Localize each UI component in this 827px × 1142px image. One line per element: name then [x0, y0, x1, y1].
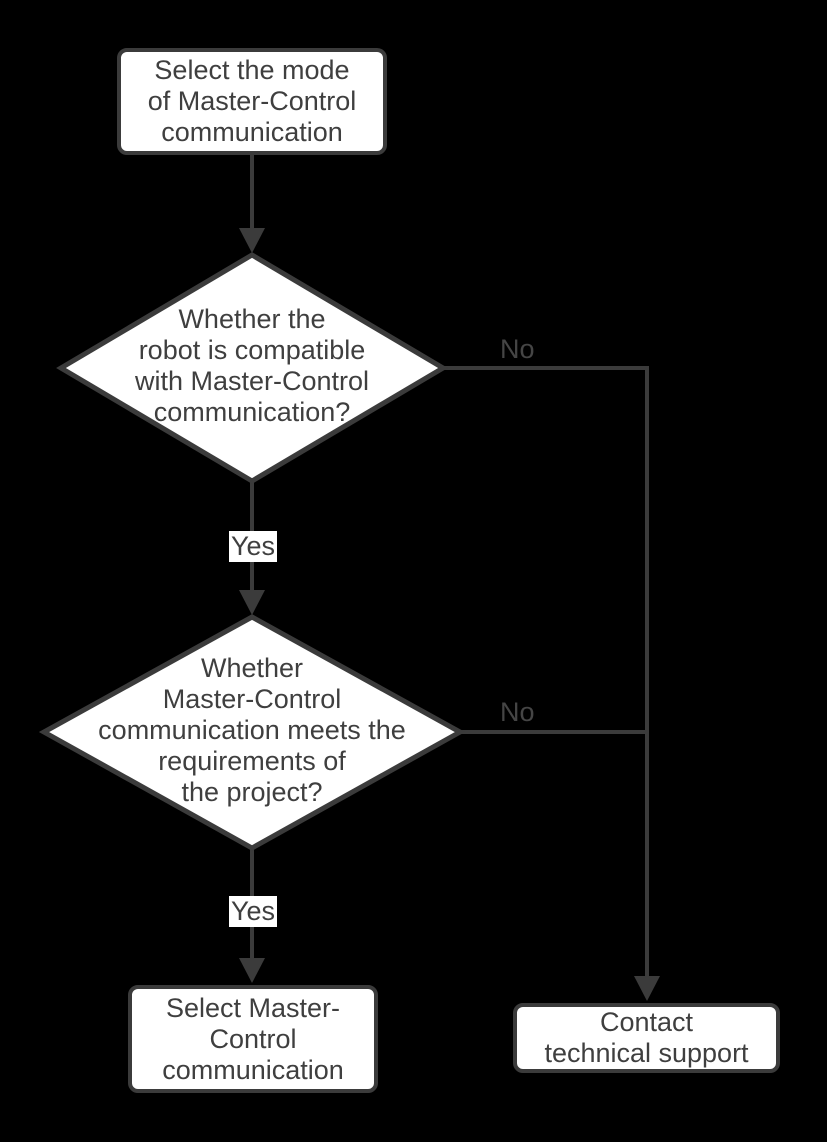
arrowhead-into-decision1	[239, 228, 265, 253]
select-master-control-label: Select Master- Control communication	[162, 992, 344, 1085]
decision-compatible-diamond	[56, 252, 448, 484]
contact-support-label: Contact technical support	[544, 1007, 749, 1068]
contact-support-node: Contact technical support	[513, 1003, 780, 1073]
decision-requirements-diamond	[38, 614, 466, 851]
edge-label-no-1: No	[500, 334, 535, 364]
start-node: Select the mode of Master-Control commun…	[117, 48, 387, 155]
arrowhead-into-contact	[634, 976, 660, 1001]
edge-label-yes-2: Yes	[229, 896, 278, 927]
arrowhead-into-decision2	[239, 590, 265, 615]
edge-label-yes-1: Yes	[229, 531, 278, 562]
edge-label-no-2: No	[500, 697, 535, 727]
select-master-control-node: Select Master- Control communication	[128, 985, 378, 1093]
arrowhead-into-select	[239, 958, 265, 983]
start-node-label: Select the mode of Master-Control commun…	[147, 55, 357, 147]
